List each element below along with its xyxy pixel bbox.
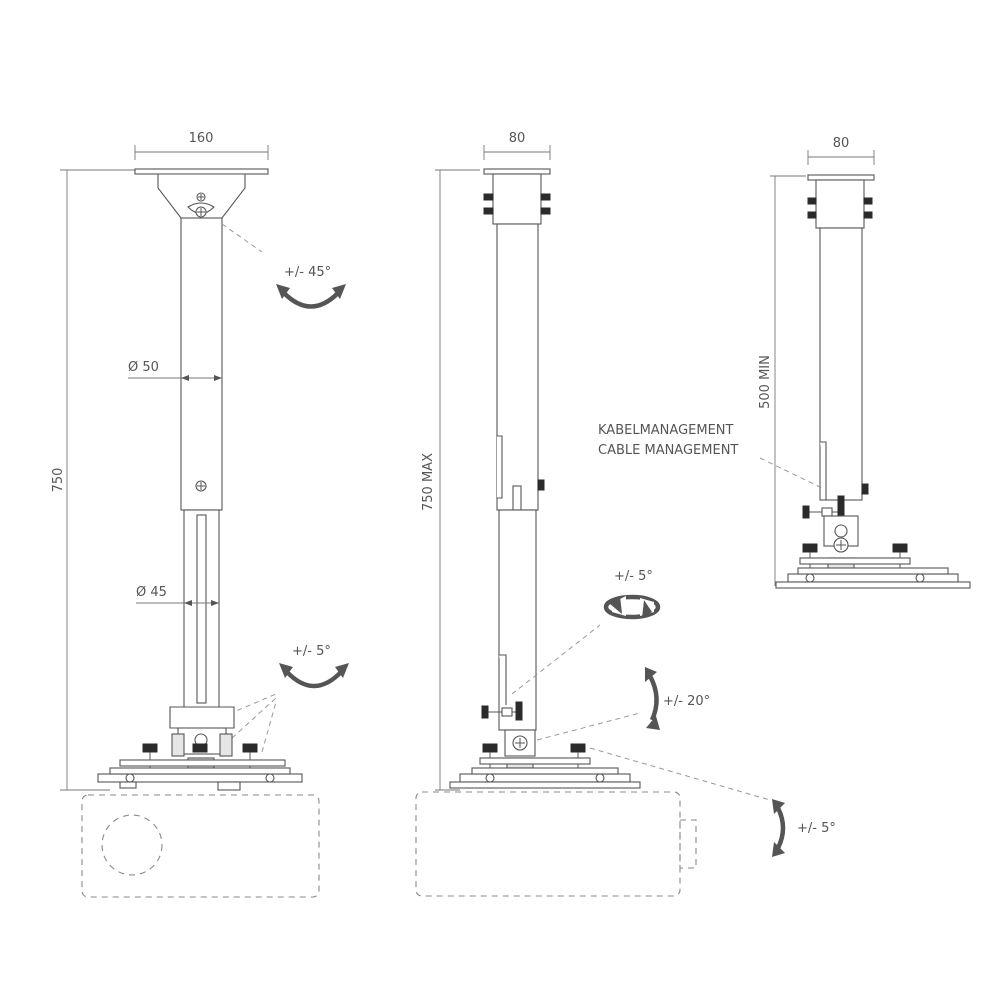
front-lower-tube-slot	[196, 514, 207, 704]
side-height-dimension: 750 MAX	[421, 169, 480, 791]
side-swivel-arrow: +/- 5°	[603, 569, 661, 620]
side-tilt-knob	[481, 701, 523, 721]
min-height-label: 500 MIN	[758, 355, 773, 409]
min-height-dimension: 500 MIN	[758, 175, 806, 586]
side-lower-tube	[498, 509, 537, 731]
cable-management-label-de: KABELMANAGEMENT	[598, 423, 734, 438]
front-width-label: 160	[189, 131, 214, 146]
min-width-dimension: 80	[807, 136, 875, 165]
min-width-label: 80	[833, 136, 850, 151]
front-view: 160 750 Ø 50	[51, 131, 349, 898]
cable-management-callout: KABELMANAGEMENT CABLE MANAGEMENT	[598, 423, 823, 489]
side-width-dimension: 80	[483, 131, 551, 160]
front-diam-lower-label: Ø 45	[136, 585, 167, 600]
min-view: 80 500 MIN	[598, 136, 971, 589]
front-projector-outline	[81, 794, 320, 898]
front-ceiling-plate	[134, 168, 269, 175]
front-upper-tube	[180, 217, 223, 511]
min-ceiling-bracket	[815, 179, 865, 229]
side-tilt-arrow: +/- 20°	[645, 667, 710, 730]
side-tilt-label: +/- 20°	[663, 694, 710, 709]
cable-management-label-en: CABLE MANAGEMENT	[598, 443, 738, 458]
front-base-crossbar	[119, 759, 286, 767]
front-height-label: 750	[51, 468, 66, 493]
front-width-dimension: 160	[134, 131, 269, 160]
side-projector-lens	[679, 819, 697, 869]
front-rotation-top-arrow: +/- 45°	[276, 265, 346, 309]
side-level-arrow: +/- 5°	[772, 799, 836, 857]
side-ceiling-plate	[483, 168, 551, 175]
side-upper-tube	[496, 223, 539, 511]
side-width-label: 80	[509, 131, 526, 146]
side-level-label: +/- 5°	[797, 821, 836, 836]
front-rotation-bottom-label: +/- 5°	[292, 644, 331, 659]
side-ceiling-bracket	[492, 173, 542, 225]
front-height-dimension: 750	[51, 169, 135, 791]
side-height-label: 750 MAX	[421, 453, 436, 511]
min-ceiling-plate	[807, 174, 875, 181]
side-base-crossbar	[479, 757, 591, 765]
front-projector-lens	[101, 814, 163, 876]
side-projector-outline	[415, 791, 681, 897]
front-diam-upper-label: Ø 50	[128, 360, 159, 375]
side-view: 80 750 MAX	[415, 131, 836, 897]
side-swivel-label: +/- 5°	[614, 569, 653, 584]
front-rotation-top-label: +/- 45°	[284, 265, 331, 280]
front-rotation-bottom-arrow: +/- 5°	[279, 644, 349, 689]
front-tilt-joint	[169, 706, 235, 729]
